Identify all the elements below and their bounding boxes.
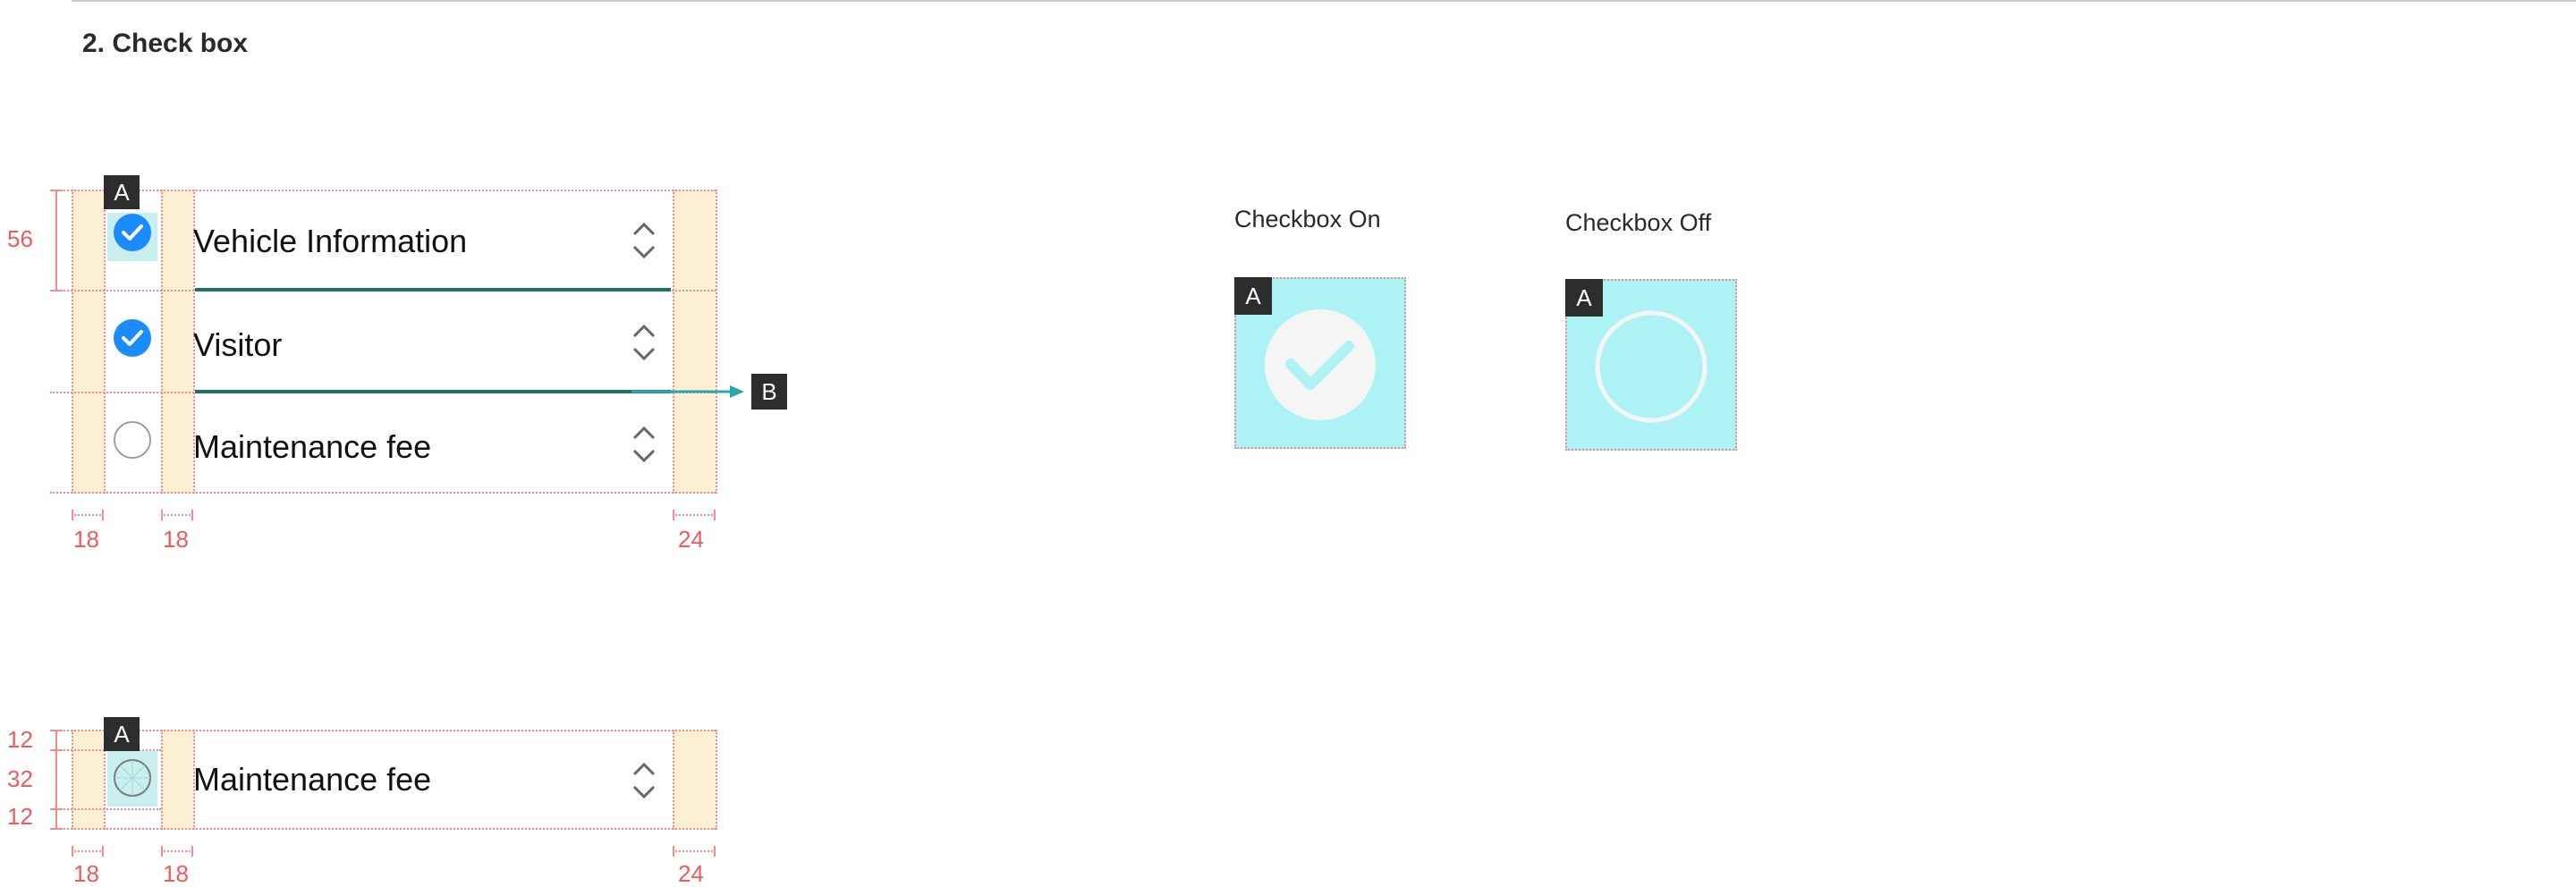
- row-height-label: 56: [7, 225, 33, 252]
- guide-line: [72, 190, 73, 494]
- row-guide-line: [50, 828, 716, 830]
- check-circle-icon[interactable]: [113, 318, 152, 358]
- guide-line: [716, 730, 717, 830]
- dimension-tick: [714, 846, 716, 857]
- up-down-chevron-icon[interactable]: [631, 220, 657, 261]
- margin-dimension-line: [673, 514, 716, 516]
- left-margin-label: 18: [73, 526, 99, 553]
- empty-circle-icon[interactable]: [113, 420, 152, 460]
- right-margin-guide: [673, 190, 716, 494]
- dimension-tick: [72, 510, 73, 520]
- check-circle-icon[interactable]: [1264, 308, 1377, 421]
- dimension-tick: [191, 510, 193, 520]
- section-title: 2. Check box: [82, 29, 249, 58]
- up-down-chevron-icon[interactable]: [631, 424, 657, 465]
- right-margin-guide: [673, 730, 716, 830]
- top-rule: [72, 0, 2576, 2]
- checkbox-on-swatch: A: [1234, 277, 1406, 449]
- checkbox-off-caption: Checkbox Off: [1565, 209, 1712, 236]
- guide-line: [104, 190, 106, 494]
- margin-dimension-line: [161, 514, 193, 516]
- dimension-tick: [50, 808, 63, 810]
- left-margin-guide: [72, 730, 104, 830]
- row-guide-line: [50, 190, 716, 191]
- checkbox-on-demo: Checkbox On A: [1233, 204, 1411, 454]
- dimension-tick: [161, 846, 163, 857]
- dimension-tick: [50, 190, 63, 191]
- guide-line: [193, 730, 195, 830]
- row-label: Maintenance fee: [193, 428, 432, 465]
- list-row[interactable]: Visitor: [104, 291, 673, 392]
- callout-tag-a: A: [104, 717, 140, 751]
- empty-circle-icon[interactable]: [1595, 310, 1707, 423]
- left-margin-guide: [72, 190, 104, 494]
- callout-tag-a: A: [1234, 277, 1272, 315]
- row-divider: [195, 390, 671, 393]
- empty-circle-icon[interactable]: [113, 758, 152, 798]
- row-guide-line: [50, 730, 716, 731]
- right-margin-label: 24: [678, 860, 704, 887]
- dimension-tick: [50, 730, 63, 731]
- middle-margin-guide: [161, 190, 193, 494]
- up-down-chevron-icon[interactable]: [631, 322, 657, 363]
- list-row[interactable]: Vehicle Information: [104, 190, 673, 290]
- dimension-tick: [714, 510, 716, 520]
- guide-line: [716, 190, 717, 494]
- guide-line: [193, 190, 195, 494]
- list-row[interactable]: Maintenance fee: [104, 393, 673, 492]
- right-margin-label: 24: [678, 526, 704, 553]
- dimension-tick: [102, 510, 104, 520]
- row-guide-line: [50, 492, 716, 494]
- bottom-padding-label: 12: [7, 803, 33, 830]
- middle-margin-guide: [161, 730, 193, 830]
- margin-dimension-line: [161, 850, 193, 852]
- dimension-tick: [673, 510, 674, 520]
- row-label: Vehicle Information: [193, 223, 468, 259]
- dimension-tick: [50, 749, 63, 751]
- checkbox-size-label: 32: [7, 765, 33, 792]
- guide-line: [72, 730, 73, 830]
- callout-tag-b: B: [751, 374, 787, 410]
- dimension-tick: [72, 846, 73, 857]
- checkbox-on-caption: Checkbox On: [1234, 206, 1381, 232]
- dimension-tick: [50, 290, 63, 291]
- guide-line: [673, 190, 674, 494]
- dimension-tick: [191, 846, 193, 857]
- callout-tag-a: A: [104, 175, 140, 209]
- middle-margin-label: 18: [163, 860, 189, 887]
- callout-arrow: [631, 385, 744, 398]
- margin-dimension-line: [673, 850, 716, 852]
- list-spec: 56 A Vehicle Information Visitor Mainte: [0, 0, 805, 554]
- guide-line: [104, 730, 106, 830]
- callout-tag-a: A: [1565, 279, 1603, 317]
- dimension-tick: [102, 846, 104, 857]
- row-height-dimension: [55, 190, 57, 290]
- dimension-tick: [50, 828, 63, 830]
- dimension-tick: [673, 846, 674, 857]
- guide-line: [161, 190, 163, 494]
- margin-dimension-line: [72, 514, 104, 516]
- row-label: Visitor: [193, 326, 283, 363]
- row-guide-line: [50, 808, 161, 810]
- check-circle-icon[interactable]: [113, 213, 152, 252]
- single-row-spec: 12 32 12 A Maintenance fee 18 18 24: [0, 697, 805, 887]
- list-row[interactable]: Maintenance fee: [104, 730, 673, 830]
- up-down-chevron-icon[interactable]: [631, 760, 657, 801]
- checkbox-off-demo: Checkbox Off A: [1563, 207, 1760, 458]
- guide-line: [673, 730, 674, 830]
- row-divider: [195, 288, 671, 291]
- guide-line: [161, 730, 163, 830]
- margin-dimension-line: [72, 850, 104, 852]
- left-margin-label: 18: [73, 860, 99, 887]
- dimension-tick: [161, 510, 163, 520]
- height-dimension: [55, 730, 57, 830]
- middle-margin-label: 18: [163, 526, 189, 553]
- checkbox-off-swatch: A: [1565, 279, 1737, 451]
- row-label: Maintenance fee: [193, 761, 432, 798]
- top-padding-label: 12: [7, 726, 33, 753]
